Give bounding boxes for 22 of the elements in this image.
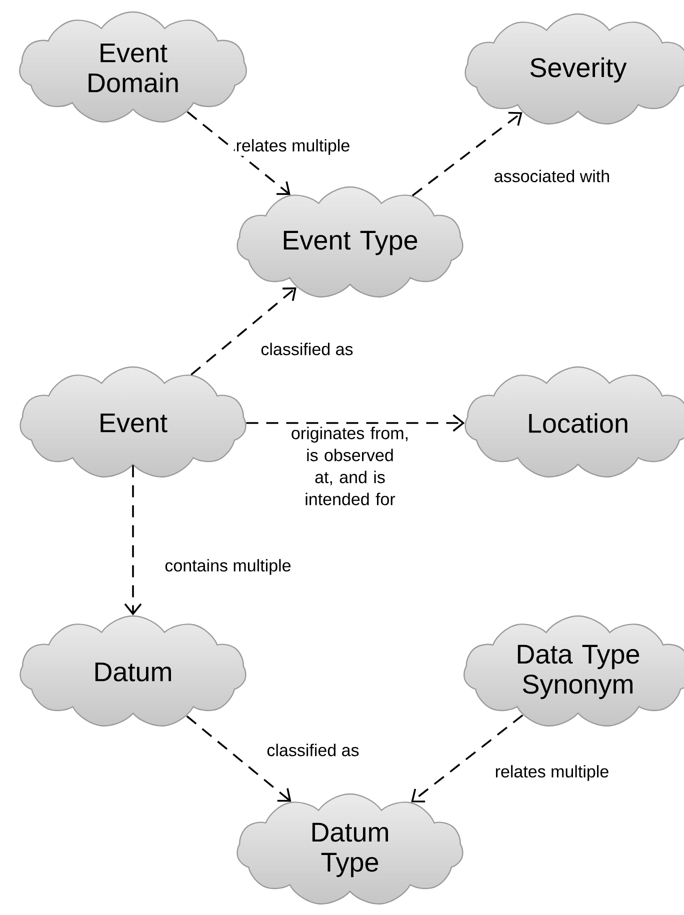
arrow xyxy=(190,287,296,376)
arrow xyxy=(246,414,465,432)
cloud-node: Severity xyxy=(464,13,684,124)
arrow xyxy=(412,112,522,196)
cloud-node: Datum Type xyxy=(236,793,464,904)
edge-label: classified as xyxy=(260,342,354,356)
cloud-node: Event xyxy=(20,366,246,478)
arrow xyxy=(124,465,142,616)
edge-label: classified as xyxy=(266,742,360,758)
edge-label: originates from, is observed at, and is intended for xyxy=(284,426,416,506)
cloud-node: Data Type Synonym xyxy=(464,615,684,726)
cloud-node: Event Domain xyxy=(19,11,247,122)
cloud-node: Location xyxy=(464,366,684,478)
arrow xyxy=(411,714,524,802)
arrow xyxy=(186,715,292,802)
edge-label: associated with xyxy=(492,168,612,184)
edge-label: relates multiple xyxy=(234,138,352,156)
cloud-node: Event Type xyxy=(236,186,464,298)
arrow xyxy=(186,111,290,195)
edge-label: relates multiple xyxy=(494,764,610,782)
cloud-node: Datum xyxy=(20,615,246,726)
edge-label: contains multiple xyxy=(164,558,292,576)
